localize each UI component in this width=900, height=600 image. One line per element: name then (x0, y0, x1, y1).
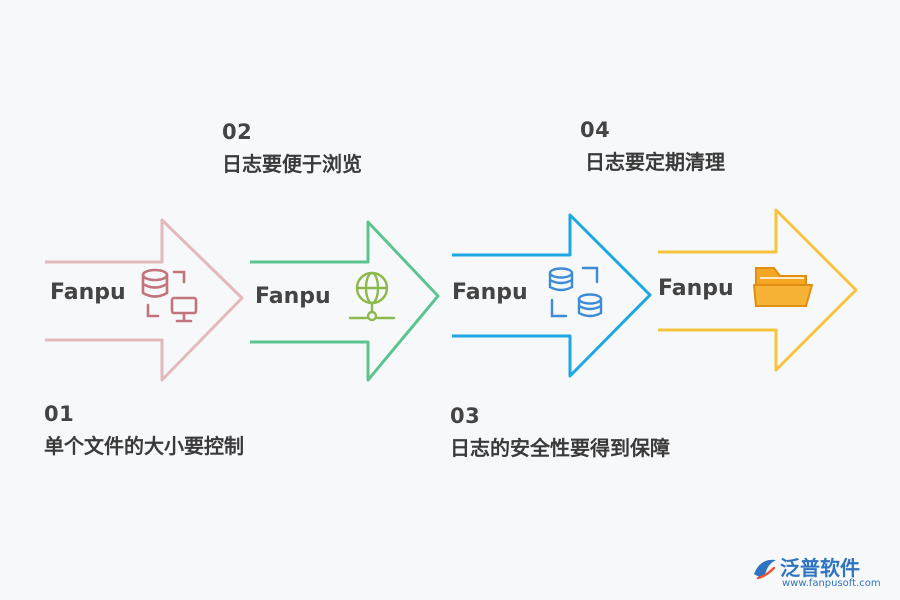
watermark-url: www.fanpusoft.com (782, 578, 881, 589)
arrow-step-3 (452, 213, 652, 378)
arrow-step-4 (658, 208, 858, 372)
step-1-text: 单个文件的大小要控制 (44, 434, 244, 458)
step-2-text: 日志要便于浏览 (222, 152, 362, 176)
step-4-brand: Fanpu (658, 276, 734, 301)
step-4-text: 日志要定期清理 (585, 150, 725, 174)
folder-icon (753, 267, 813, 307)
step-3-text: 日志的安全性要得到保障 (450, 436, 670, 460)
fanpu-logo-icon (754, 559, 776, 580)
watermark-name: 泛普软件 (780, 556, 860, 580)
step-1-brand: Fanpu (50, 280, 126, 305)
step-3-number: 03 (450, 404, 481, 428)
step-2-brand: Fanpu (255, 284, 331, 309)
arrow-step-1 (45, 218, 244, 382)
step-2-number: 02 (222, 120, 253, 144)
watermark-logo: 泛普软件 www.fanpusoft.com (750, 550, 890, 594)
database-monitor-icon (141, 268, 198, 323)
globe-network-icon (348, 271, 396, 322)
step-3-brand: Fanpu (452, 280, 528, 305)
database-sync-icon (548, 266, 603, 318)
arrow-step-2 (250, 220, 440, 382)
step-1-number: 01 (44, 402, 75, 426)
step-4-number: 04 (580, 118, 611, 142)
